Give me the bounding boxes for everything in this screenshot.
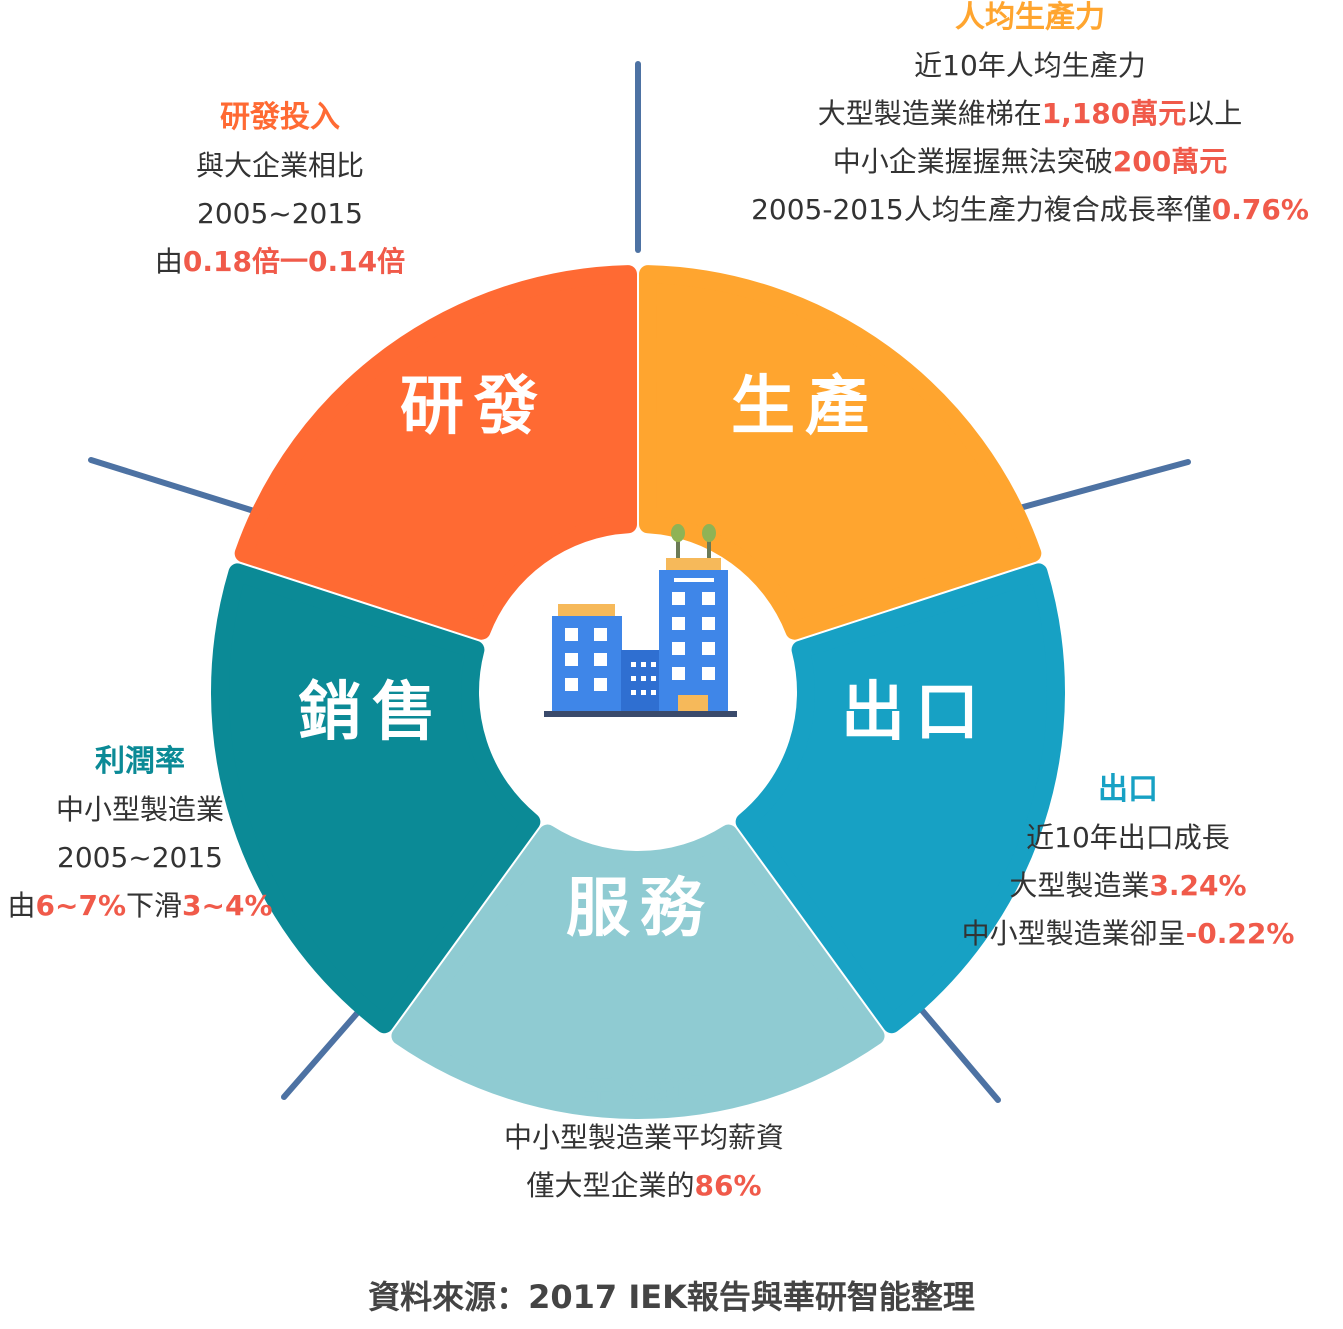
panel-rd-line3-value: 0.18倍一0.14倍 xyxy=(182,245,406,278)
panel-export-line3-value: -0.22% xyxy=(1185,917,1295,950)
segment-rd xyxy=(234,265,638,640)
panel-export-line3-prefix: 中小型製造業卻呈 xyxy=(961,917,1186,950)
segment-sales xyxy=(211,563,541,1034)
panel-production-line2-suffix: 以上 xyxy=(1186,97,1243,130)
panel-production-line2-value: 1,180萬元 xyxy=(1041,97,1187,130)
segment-export xyxy=(735,563,1065,1034)
panel-production-line3-prefix: 中小企業握握無法突破 xyxy=(832,145,1113,178)
panel-sales: 利潤率 中小型製造業 2005~2015 由6~7%下滑3~4% xyxy=(0,738,280,930)
panel-export: 出口 近10年出口成長 大型製造業3.24% 中小型製造業卻呈-0.22% xyxy=(928,766,1328,958)
divider-right xyxy=(1002,459,1191,515)
panel-service-line1: 中小型製造業平均薪資 xyxy=(503,1121,784,1154)
panel-production-line3: 中小企業握握無法突破200萬元 xyxy=(720,138,1340,186)
segment-label-service: 服務 xyxy=(566,872,714,946)
segment-label-export: 出口 xyxy=(841,676,989,750)
panel-rd: 研發投入 與大企業相比 2005~2015 由0.18倍一0.14倍 xyxy=(100,94,460,286)
panel-export-line2: 大型製造業3.24% xyxy=(928,862,1328,910)
segment-service xyxy=(391,824,885,1119)
panel-production-line4-prefix: 2005-2015人均生產力複合成長率僅 xyxy=(751,193,1212,226)
panel-sales-line3-mid: 下滑 xyxy=(126,889,183,922)
panel-sales-title: 利潤率 xyxy=(95,744,185,779)
panel-export-line1: 近10年出口成長 xyxy=(1026,821,1230,854)
panel-production-line4-value: 0.76% xyxy=(1211,193,1309,226)
panel-rd-line3-prefix: 由 xyxy=(154,245,183,278)
panel-sales-line3-prefix: 由 xyxy=(7,889,36,922)
panel-export-line2-value: 3.24% xyxy=(1149,869,1247,902)
panel-sales-line3: 由6~7%下滑3~4% xyxy=(0,882,280,930)
panel-service-line2: 僅大型企業的86% xyxy=(444,1162,844,1210)
panel-service-title: 平均薪資 xyxy=(584,1072,704,1107)
panel-service-line2-value: 86% xyxy=(694,1169,762,1202)
panel-production-line1: 近10年人均生產力 xyxy=(914,49,1146,82)
segment-production xyxy=(638,265,1042,640)
panel-sales-line1: 中小型製造業 xyxy=(55,793,224,826)
panel-production-line2: 大型製造業維梯在1,180萬元以上 xyxy=(720,90,1340,138)
segment-label-sales: 銷售 xyxy=(298,676,446,750)
segment-label-rd: 研發 xyxy=(400,370,548,444)
panel-production-title: 人均生產力 xyxy=(955,0,1105,35)
panel-production-line4: 2005-2015人均生產力複合成長率僅0.76% xyxy=(720,186,1340,234)
panel-export-line2-prefix: 大型製造業 xyxy=(1009,869,1150,902)
panel-production: 人均生產力 近10年人均生產力 大型製造業維梯在1,180萬元以上 中小企業握握… xyxy=(720,0,1340,234)
panel-rd-title: 研發投入 xyxy=(220,100,340,135)
panel-rd-line2: 2005~2015 xyxy=(197,197,363,230)
panel-service-line2-prefix: 僅大型企業的 xyxy=(526,1169,695,1202)
panel-service: 平均薪資 中小型製造業平均薪資 僅大型企業的86% xyxy=(444,1066,844,1210)
factory-building-icon xyxy=(544,524,737,717)
panel-export-title: 出口 xyxy=(1098,772,1158,807)
panel-rd-line1: 與大企業相比 xyxy=(195,149,364,182)
panel-production-line2-prefix: 大型製造業維梯在 xyxy=(817,97,1042,130)
panel-rd-line3: 由0.18倍一0.14倍 xyxy=(100,238,460,286)
panel-sales-line3-value2: 3~4% xyxy=(182,889,273,922)
panel-sales-line2: 2005~2015 xyxy=(57,841,223,874)
panel-sales-line3-value1: 6~7% xyxy=(35,889,126,922)
divider-left xyxy=(88,457,273,519)
panel-export-line3: 中小型製造業卻呈-0.22% xyxy=(928,910,1328,958)
segment-label-production: 生產 xyxy=(731,370,879,444)
panel-production-line3-value: 200萬元 xyxy=(1112,145,1228,178)
source-note: 資料來源：2017 IEK報告與華研智能整理 xyxy=(368,1278,975,1316)
